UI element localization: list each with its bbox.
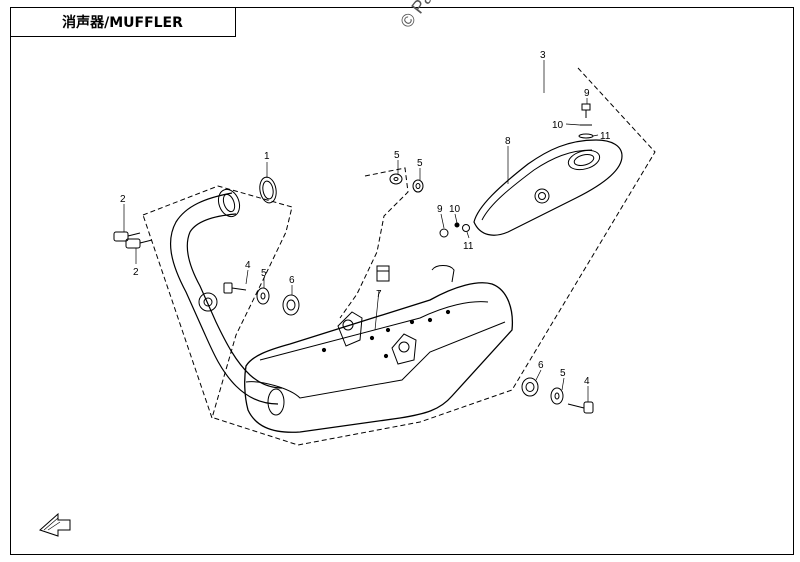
gasket bbox=[259, 176, 277, 204]
shield-screw-left bbox=[439, 228, 449, 238]
callout-7: 7 bbox=[376, 289, 382, 300]
mount-washer-right bbox=[550, 387, 564, 405]
mount-washer-left bbox=[256, 287, 270, 305]
shield-washer-right bbox=[578, 133, 594, 139]
callout-5-right: 5 bbox=[560, 368, 566, 379]
muffler-body bbox=[244, 265, 514, 433]
front-direction-arrow-icon bbox=[39, 512, 71, 537]
stud-bolt-upper bbox=[113, 231, 141, 242]
callout-9-left: 9 bbox=[437, 204, 443, 215]
callout-11-left: 11 bbox=[463, 241, 474, 252]
stud-bolt-lower bbox=[125, 238, 153, 249]
exhaust-pipe bbox=[169, 188, 285, 416]
callout-3: 3 bbox=[540, 50, 546, 61]
diagram-frame bbox=[10, 7, 794, 555]
callout-6-left: 6 bbox=[289, 275, 295, 286]
assembly-outline-main bbox=[213, 67, 656, 446]
callout-1: 1 bbox=[264, 151, 270, 162]
mount-washer-top-b bbox=[412, 179, 424, 193]
assembly-outline-muffler bbox=[339, 167, 409, 319]
callout-9-right: 9 bbox=[584, 88, 590, 99]
mount-washer-top-a bbox=[389, 173, 403, 185]
callout-11-right: 11 bbox=[600, 131, 611, 142]
callout-2-lower: 2 bbox=[133, 267, 139, 278]
clip-bracket bbox=[376, 265, 390, 282]
callout-labels: 1 2 2 3 4 4 5 5 5 5 6 6 7 8 9 9 10 10 11… bbox=[120, 50, 611, 387]
shield-collar-left bbox=[454, 222, 460, 228]
callout-8: 8 bbox=[505, 136, 511, 147]
shield-screw-right bbox=[581, 103, 591, 118]
callout-4-left: 4 bbox=[245, 260, 251, 271]
callout-2-upper: 2 bbox=[120, 194, 126, 205]
callout-5-top-a: 5 bbox=[394, 150, 400, 161]
mount-rubber-left bbox=[282, 294, 300, 316]
diagram-title: 消声器/MUFFLER bbox=[10, 7, 236, 37]
callout-10-left: 10 bbox=[449, 204, 461, 215]
mount-bolt-left bbox=[223, 282, 247, 294]
heat-shield bbox=[473, 139, 623, 236]
callout-5-top-b: 5 bbox=[417, 158, 423, 169]
mount-bolt-right bbox=[567, 401, 594, 414]
shield-washer-left bbox=[462, 224, 470, 232]
leader-lines bbox=[123, 60, 599, 402]
callout-10-right: 10 bbox=[552, 120, 564, 131]
assembly-outline-exhaust-pipe bbox=[142, 185, 293, 420]
callout-4-right: 4 bbox=[584, 376, 590, 387]
callout-6-right: 6 bbox=[538, 360, 544, 371]
callout-5-left: 5 bbox=[261, 268, 267, 279]
mount-rubber-right bbox=[521, 377, 539, 397]
